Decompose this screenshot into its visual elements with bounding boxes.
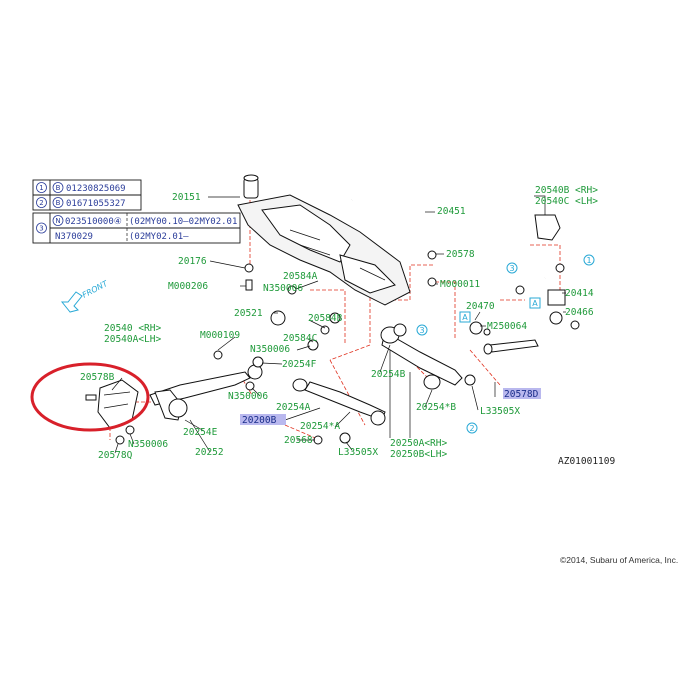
label-20540b: 20540B <RH>	[535, 185, 598, 196]
label-20521: 20521	[234, 308, 263, 319]
label-20254-star-a: 20254*A	[300, 421, 340, 432]
front-direction-arrow: FRONT	[60, 278, 110, 313]
legend-row-2-letter: B	[56, 199, 61, 207]
label-20254f: 20254F	[282, 359, 317, 370]
label-m250064: M250064	[487, 321, 527, 332]
legend-row-2-num: 2	[39, 199, 43, 207]
part-labels: 20151 20451 20540B <RH> 20540C <LH> 2057…	[80, 185, 598, 461]
label-20254a: 20254A	[276, 402, 311, 413]
label-n350006-lower: N350006	[228, 391, 268, 402]
legend-row-3-code-b: N370029	[55, 232, 93, 242]
label-20254-star-b: 20254*B	[416, 402, 456, 413]
label-20584b: 20584B	[308, 313, 343, 324]
lateral-link-front	[380, 323, 463, 390]
label-20254b: 20254B	[371, 369, 406, 380]
label-20540a-lh: 20540A<LH>	[104, 334, 161, 345]
label-m000206: M000206	[168, 281, 208, 292]
callout-3-upper: 3	[509, 264, 514, 273]
legend-row-3-letter: N	[55, 217, 60, 225]
red-highlight-circle	[30, 362, 150, 432]
tag-a-right: A	[532, 299, 538, 308]
legend-row-2-code: 01671055327	[66, 199, 126, 209]
label-20584c: 20584C	[283, 333, 317, 344]
label-l33505x-right: L33505X	[480, 406, 520, 417]
label-20540-rh: 20540 <RH>	[104, 323, 161, 334]
legend-row-1-code: 01230825069	[66, 184, 126, 194]
highlight-20578d	[503, 388, 541, 399]
label-20568: 20568	[284, 435, 313, 446]
legend-row-3-code-a: 023510000④	[65, 217, 122, 227]
label-20250b-lh: 20250B<LH>	[390, 449, 447, 460]
legend-row-3-num: 3	[39, 225, 43, 233]
rear-toe-link	[483, 339, 539, 355]
label-20584a: 20584A	[283, 271, 318, 282]
callout-1-right: 1	[586, 256, 591, 265]
legend-row-1-letter: B	[56, 184, 61, 192]
highlight-20200b	[240, 414, 286, 425]
label-20250a-rh: 20250A<RH>	[390, 438, 447, 449]
label-20578d: 20578D	[504, 389, 539, 400]
label-20470: 20470	[466, 301, 495, 312]
front-label: FRONT	[81, 278, 110, 299]
label-20451: 20451	[437, 206, 466, 217]
label-m000011: M000011	[440, 279, 480, 290]
label-20200b: 20200B	[242, 415, 277, 426]
copyright-notice: ©2014, Subaru of America, Inc.	[560, 555, 678, 565]
label-20578q: 20578Q	[98, 450, 133, 461]
legend-row-3-range-b: (02MY02.01–	[129, 232, 189, 242]
label-20176: 20176	[178, 256, 207, 267]
label-20578b: 20578B	[80, 372, 115, 383]
label-20540c: 20540C <LH>	[535, 196, 598, 207]
legend-row-3-range-a: (02MY00.10–02MY02.01	[129, 217, 237, 227]
diagram-code: AZ01001109	[558, 456, 615, 467]
stabilizer-bar	[351, 177, 550, 279]
label-l33505x-bottom: L33505X	[338, 447, 378, 458]
callout-3-lower: 3	[419, 326, 424, 335]
label-20414: 20414	[565, 288, 594, 299]
label-20151: 20151	[172, 192, 201, 203]
label-20254e: 20254E	[183, 427, 218, 438]
tag-a-middle: A	[462, 313, 468, 322]
trailing-link	[149, 364, 263, 421]
callout-2-lower: 2	[469, 424, 474, 433]
callout-markers: 1 3 3 2 A A	[416, 254, 595, 434]
label-20578: 20578	[446, 249, 475, 260]
stabilizer-bushing-bracket	[534, 214, 566, 325]
legend-row-1-num: 1	[39, 184, 43, 192]
rear-subframe-crossmember	[237, 174, 411, 306]
label-20466: 20466	[565, 307, 594, 318]
label-20252: 20252	[195, 447, 224, 458]
leader-lines	[111, 195, 566, 454]
label-n350006-mid: N350006	[250, 344, 290, 355]
label-n350006-top: N350006	[263, 283, 303, 294]
legend-table: 1 B 01230825069 2 B 01671055327 3 N 0235…	[32, 179, 241, 244]
label-m000109: M000109	[200, 330, 240, 341]
label-n350006-left: N350006	[128, 439, 168, 450]
lateral-link-rear	[292, 378, 386, 426]
